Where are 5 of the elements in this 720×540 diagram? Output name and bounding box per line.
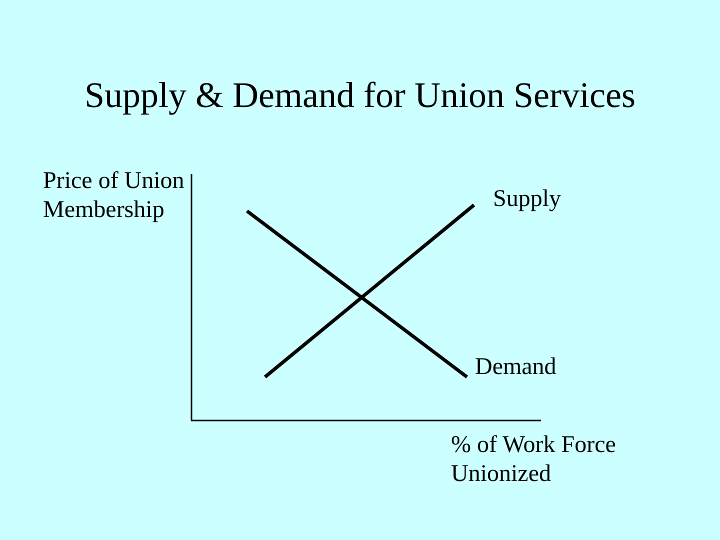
curve-label: Demand <box>475 353 558 382</box>
axis-label: Price of Union Membership <box>43 167 186 225</box>
axis-label: % of Work Force Unionized <box>451 431 617 489</box>
curve-label: Supply <box>493 185 562 214</box>
chart-title: Supply & Demand for Union Services <box>84 74 636 116</box>
